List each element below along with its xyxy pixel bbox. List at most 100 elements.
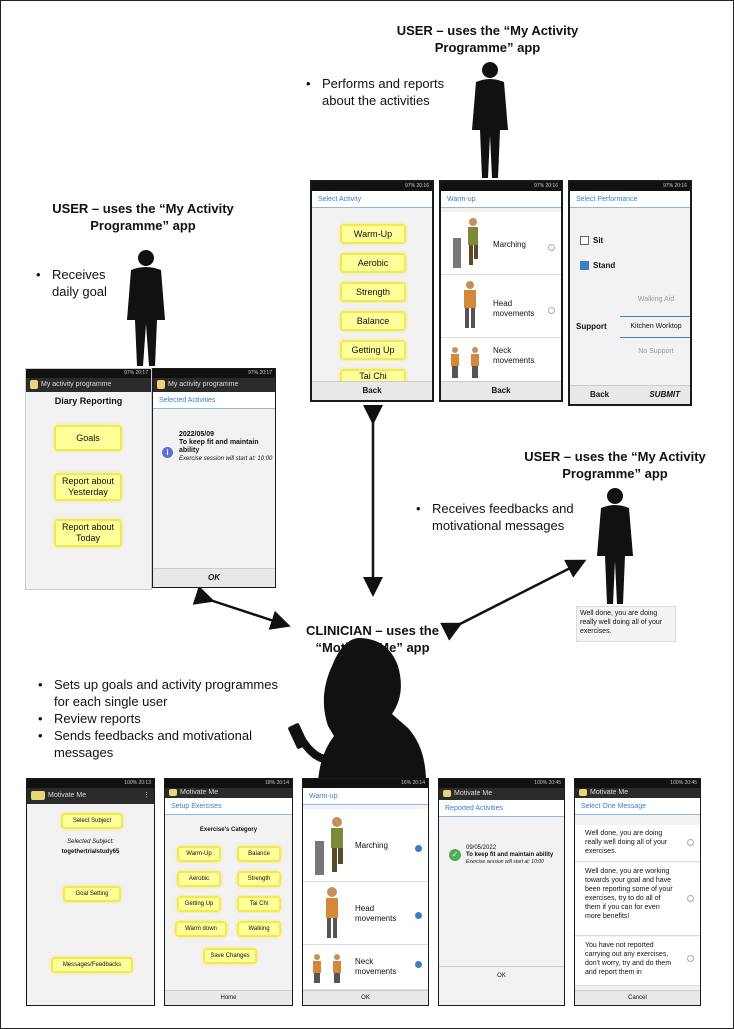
report-details: 09/05/2022 To keep fit and maintain abil…: [466, 845, 562, 866]
category-strength-button[interactable]: Strength: [237, 871, 281, 887]
bullet-item: Sets up goals and activity programmes fo…: [36, 676, 281, 710]
status-bar: 18% 20:14: [165, 779, 292, 788]
message-text: Well done, you are working towards your …: [585, 868, 673, 920]
status-bar: 16% 20:14: [303, 779, 428, 788]
submit-button[interactable]: SUBMIT: [649, 390, 680, 399]
overflow-menu-icon[interactable]: ⋮: [143, 792, 150, 799]
bullet-item: Receives daily goal: [34, 266, 124, 300]
back-button[interactable]: Back: [312, 381, 432, 400]
option-label: Sit: [593, 236, 604, 245]
exercise-row-head[interactable]: Head movements: [303, 882, 428, 945]
getting-up-button[interactable]: Getting Up: [340, 340, 406, 360]
app-title: Motivate Me: [48, 792, 87, 799]
message-radio[interactable]: [687, 955, 694, 962]
strength-button[interactable]: Strength: [340, 282, 406, 302]
save-changes-button[interactable]: Save Changes: [203, 948, 257, 964]
exercise-radio-selected[interactable]: [415, 845, 422, 852]
message-option[interactable]: Well done, you are doing really well doi…: [575, 825, 700, 862]
select-subject-button[interactable]: Select Subject: [61, 813, 123, 829]
category-walking-button[interactable]: Walking: [237, 921, 281, 937]
dialog-title: Warm-up: [441, 191, 561, 208]
report-goal: To keep fit and maintain ability: [466, 852, 554, 858]
exercise-label: Marching: [493, 240, 526, 249]
exercise-label: Marching: [355, 841, 388, 850]
activity-date: 2022/05/09: [179, 431, 215, 438]
exercise-row-marching[interactable]: Marching: [441, 212, 561, 275]
exercise-row-neck[interactable]: Neck movements: [303, 945, 428, 990]
selected-subject-label: Selected Subject:: [67, 839, 114, 845]
app-title: My activity programme: [168, 381, 239, 388]
bottom-bar: Back SUBMIT: [570, 385, 690, 404]
message-radio[interactable]: [687, 839, 694, 846]
app-title: Motivate Me: [454, 790, 493, 797]
exercise-row-head[interactable]: Head movements: [441, 275, 561, 338]
category-warm-down-button[interactable]: Warm down: [175, 921, 227, 937]
exercise-row-marching[interactable]: Marching: [303, 809, 428, 882]
message-option[interactable]: You have not reported carrying out any e…: [575, 937, 700, 986]
back-button[interactable]: Back: [441, 381, 561, 400]
status-bar: 100% 20:45: [575, 779, 700, 788]
screen-motivate-home: 100% 20:13 Motivate Me ⋮ Select Subject S…: [26, 778, 155, 1006]
screen-select-message: 100% 20:45 Motivate Me Select One Messag…: [574, 778, 701, 1006]
support-no-support[interactable]: No Support: [638, 348, 674, 355]
dialog-title: Reported Activities: [439, 800, 564, 817]
category-tai-chi-button[interactable]: Tai Chi: [237, 896, 281, 912]
exercise-row-neck[interactable]: Neck movements: [441, 338, 561, 385]
message-option[interactable]: Well done, you are working towards your …: [575, 863, 700, 936]
top-user-heading: USER – uses the “My Activity Programme” …: [396, 23, 579, 55]
category-aerobic-button[interactable]: Aerobic: [177, 871, 221, 887]
report-yesterday-button[interactable]: Report about Yesterday: [54, 473, 122, 501]
dialog-title: Select Performance: [570, 191, 690, 208]
feedback-message-card: Well done, you are doing really well doi…: [576, 606, 676, 642]
option-sit[interactable]: Sit: [580, 236, 604, 246]
bullet-item: Receives feedbacks and motivational mess…: [414, 500, 589, 534]
dialog-title: Setup Exercises: [165, 798, 292, 815]
head-movement-figure-icon: [464, 281, 476, 328]
category-warm-up-button[interactable]: Warm-Up: [177, 846, 221, 862]
balance-button[interactable]: Balance: [340, 311, 406, 331]
ok-button[interactable]: OK: [303, 990, 428, 1005]
dialog-title: Warm-up: [303, 788, 428, 805]
back-button[interactable]: Back: [590, 390, 610, 399]
support-label: Support: [576, 322, 607, 331]
app-titlebar: My activity programme: [26, 378, 151, 392]
goals-button[interactable]: Goals: [54, 425, 122, 451]
status-bar: 97% 20:16: [570, 182, 690, 191]
warm-up-button[interactable]: Warm-Up: [340, 224, 406, 244]
dialog-title: Select One Message: [575, 798, 700, 815]
ok-button[interactable]: OK: [439, 966, 564, 985]
home-button[interactable]: Home: [165, 990, 292, 1005]
exercise-radio[interactable]: [548, 307, 555, 314]
cancel-button[interactable]: Cancel: [575, 990, 700, 1005]
exercise-radio[interactable]: [548, 244, 555, 251]
support-kitchen-worktop[interactable]: Kitchen Worktop: [620, 316, 690, 338]
aerobic-button[interactable]: Aerobic: [340, 253, 406, 273]
app-logo-icon: [31, 790, 45, 800]
report-today-button[interactable]: Report about Today: [54, 519, 122, 547]
screen-warmup-clinician: 16% 20:14 Warm-up Marching Head movement…: [302, 778, 429, 1006]
status-bar: 100% 20:13: [27, 779, 154, 788]
category-getting-up-button[interactable]: Getting Up: [177, 896, 221, 912]
app-logo-icon: [169, 788, 177, 796]
checkbox-icon[interactable]: [580, 236, 589, 246]
ok-button[interactable]: OK: [153, 568, 275, 587]
exercise-radio-selected[interactable]: [415, 912, 422, 919]
support-walking-aid[interactable]: Walking Aid: [637, 296, 675, 303]
bullet-item: Performs and reports about the activitie…: [304, 75, 464, 109]
clinician-bullets: Sets up goals and activity programmes fo…: [36, 676, 281, 761]
message-text: You have not reported carrying out any e…: [585, 942, 672, 976]
goal-setting-button[interactable]: Goal Setting: [63, 886, 121, 902]
clinician-silhouette: [288, 638, 426, 782]
option-label: Stand: [593, 261, 616, 270]
marching-figure-icon: [453, 218, 478, 268]
app-titlebar: Motivate Me: [575, 788, 700, 798]
messages-feedbacks-button[interactable]: Messages/Feedbacks: [51, 957, 133, 973]
category-balance-button[interactable]: Balance: [237, 846, 281, 862]
right-user-heading: USER – uses the “My Activity Programme” …: [524, 449, 706, 481]
message-radio[interactable]: [687, 895, 694, 902]
exercise-radio-selected[interactable]: [415, 961, 422, 968]
option-stand[interactable]: Stand: [580, 261, 616, 271]
user-silhouette-right: [597, 488, 633, 604]
checkbox-checked-icon[interactable]: [580, 261, 589, 271]
report-date: 09/05/2022: [466, 845, 497, 851]
